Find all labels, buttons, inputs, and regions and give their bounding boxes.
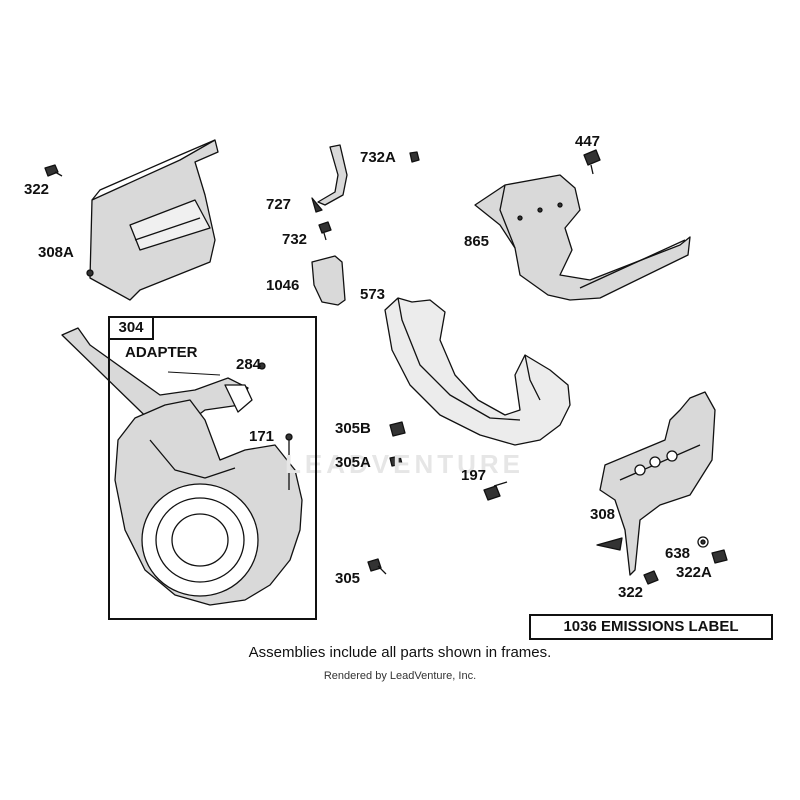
part-322a-screw xyxy=(711,549,728,564)
part-322-screw-bottom xyxy=(643,570,659,585)
emissions-label-box: 1036 EMISSIONS LABEL xyxy=(529,614,773,640)
callout-732: 732 xyxy=(282,231,308,248)
frame-label-304: 304 xyxy=(108,316,154,340)
callout-197: 197 xyxy=(461,467,487,484)
part-305a-screw xyxy=(389,455,403,467)
callout-305b: 305B xyxy=(335,420,371,437)
part-305-screw xyxy=(367,558,387,575)
render-credit: Rendered by LeadVenture, Inc. xyxy=(323,670,477,682)
part-308a-shroud xyxy=(86,139,219,301)
part-197-screw xyxy=(483,481,508,501)
callout-638: 638 xyxy=(665,545,691,562)
watermark-text: LEADVENTURE xyxy=(285,449,525,479)
callout-305a: 305A xyxy=(335,454,371,471)
callout-308a: 308A xyxy=(38,244,74,261)
callout-308: 308 xyxy=(590,506,616,523)
part-304-housing xyxy=(61,327,303,606)
part-308-bracket xyxy=(596,391,716,576)
part-865-shroud xyxy=(474,174,691,301)
callout-adapter: ADAPTER xyxy=(125,344,198,361)
part-305b-screw xyxy=(389,421,406,437)
part-732-screw xyxy=(318,221,332,241)
callout-1046: 1046 xyxy=(266,277,300,294)
part-573-baffle xyxy=(384,297,571,446)
callout-865: 865 xyxy=(464,233,490,250)
part-727-bracket xyxy=(311,144,348,213)
callout-171: 171 xyxy=(249,428,275,445)
part-322-screw xyxy=(44,164,63,177)
assembly-frame-304 xyxy=(108,316,317,620)
part-447-screw xyxy=(583,149,601,175)
callout-573: 573 xyxy=(360,286,386,303)
callout-447: 447 xyxy=(575,133,601,150)
part-638-washer xyxy=(697,536,709,548)
callout-305: 305 xyxy=(335,570,361,587)
callout-322-bottom: 322 xyxy=(618,584,644,601)
part-732a-screw xyxy=(409,151,420,163)
callout-284: 284 xyxy=(236,356,262,373)
callout-727: 727 xyxy=(266,196,292,213)
leader-lines xyxy=(167,371,221,376)
assembly-note: Assemblies include all parts shown in fr… xyxy=(248,644,552,661)
callout-322-top: 322 xyxy=(24,181,50,198)
callout-732a: 732A xyxy=(360,149,396,166)
part-284-nut xyxy=(258,362,266,370)
callout-322a: 322A xyxy=(676,564,712,581)
part-1046-pad xyxy=(311,255,346,306)
